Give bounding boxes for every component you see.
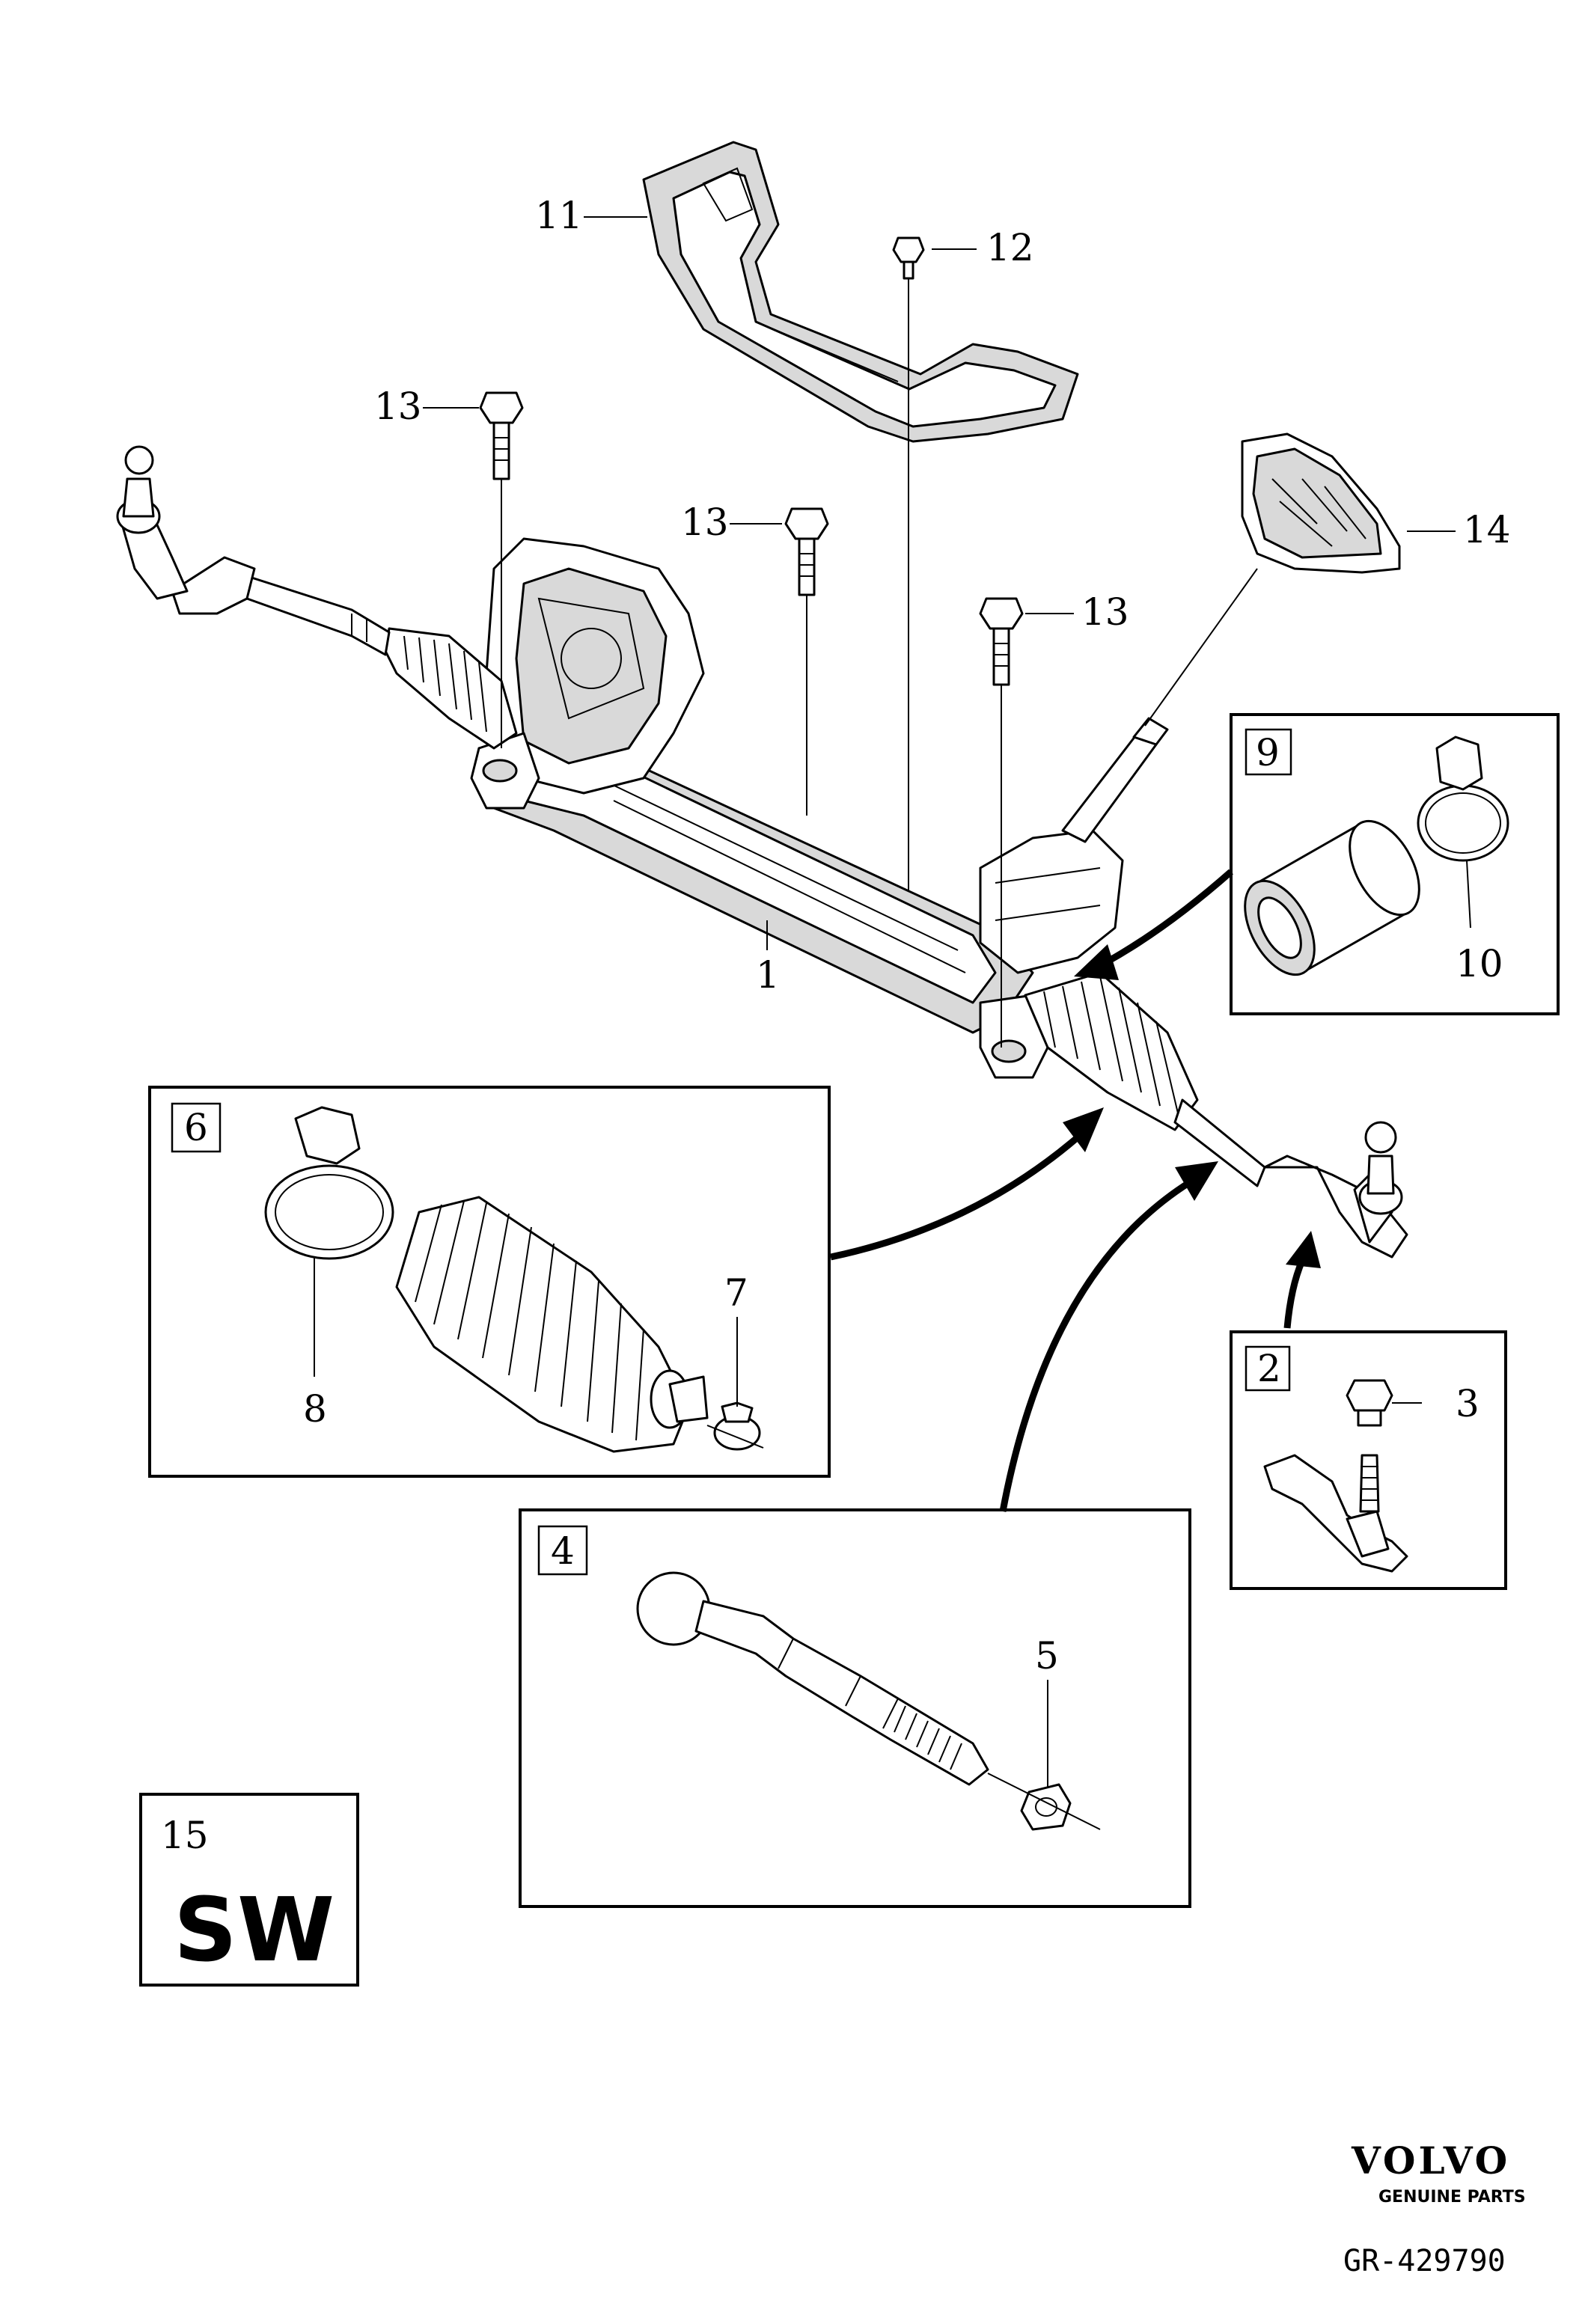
left-tie-rod-assembly	[116, 445, 391, 656]
callout-10: 10	[1456, 942, 1503, 985]
index-box-2	[1245, 1345, 1291, 1392]
detail-box-2	[1230, 1330, 1507, 1590]
callout-6: 6	[184, 1106, 208, 1149]
bolt-part-12	[892, 236, 925, 890]
callout-14: 14	[1463, 508, 1511, 551]
callout-11: 11	[535, 194, 583, 237]
callout-2: 2	[1257, 1347, 1281, 1390]
callout-3: 3	[1456, 1382, 1479, 1425]
steering-rack-part-1	[384, 537, 1169, 1079]
sleeve-part-9	[1244, 819, 1420, 976]
clamp-part-10	[1417, 736, 1509, 929]
index-box-6	[171, 1102, 222, 1153]
callout-leaders	[423, 216, 1456, 950]
nut-part-3	[1346, 1379, 1422, 1427]
bolt-part-13-center	[784, 507, 829, 816]
callout-13-center: 13	[681, 501, 729, 544]
clamp-part-7	[706, 1317, 764, 1451]
nut-part-5	[987, 1680, 1101, 1831]
callout-13-right: 13	[1081, 590, 1129, 634]
detail-box-4	[519, 1508, 1191, 1908]
callout-5: 5	[1035, 1634, 1059, 1678]
callout-13-left: 13	[374, 385, 422, 428]
callout-8: 8	[303, 1387, 327, 1431]
grommet-part-14	[1144, 432, 1401, 727]
genuine-parts-text: GENUINE PARTS	[1378, 2188, 1526, 2207]
callout-4: 4	[551, 1529, 575, 1573]
clamp-part-8	[264, 1106, 394, 1377]
callout-15: 15	[161, 1814, 209, 1857]
tie-rod-end-part-2	[1263, 1454, 1408, 1573]
bolt-part-13-left	[479, 391, 524, 748]
pointer-arrows	[830, 869, 1321, 1512]
heat-shield-part-11	[642, 141, 1079, 443]
volvo-logo-text: VOLVO	[1351, 2138, 1510, 2183]
callout-7: 7	[724, 1271, 748, 1315]
sw-label: SW	[174, 1878, 335, 1981]
diagram-reference: GR-429790	[1343, 2244, 1506, 2278]
callout-9: 9	[1256, 731, 1280, 774]
index-box-9	[1245, 728, 1292, 776]
detail-box-9	[1230, 713, 1560, 1015]
detail-box-6	[148, 1086, 831, 1478]
callout-12: 12	[986, 226, 1034, 269]
callout-1: 1	[756, 953, 780, 997]
index-box-4	[537, 1525, 588, 1576]
bolt-part-13-right	[979, 597, 1024, 1048]
right-tie-rod-assembly	[1024, 971, 1408, 1259]
software-box-15	[139, 1793, 359, 1987]
inner-tie-rod-part-4	[636, 1571, 989, 1786]
boot-part-6	[395, 1196, 709, 1453]
